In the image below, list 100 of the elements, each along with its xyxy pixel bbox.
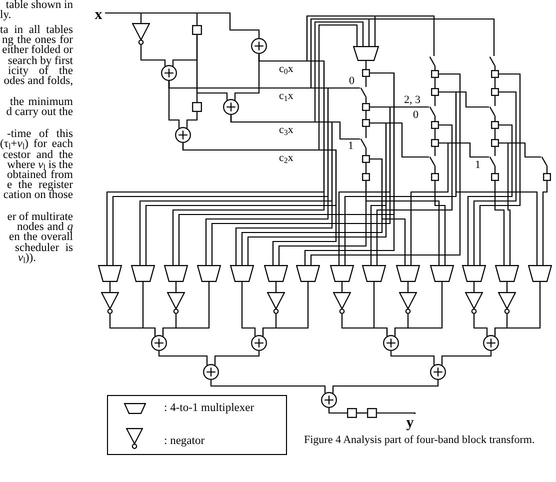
wire (473, 314, 488, 336)
wire (434, 147, 436, 156)
wire (439, 91, 538, 265)
wire (310, 73, 461, 265)
signal-name: y (404, 414, 416, 432)
switch-label: 0 (349, 75, 354, 87)
body-text-line: er of multirate (7, 212, 73, 222)
legend-text: : negator (164, 434, 205, 448)
wire (546, 166, 548, 173)
adder-symbol (251, 335, 267, 351)
delay-register (431, 173, 439, 181)
delay-register (491, 88, 499, 96)
wire (332, 380, 439, 394)
negator-symbol (101, 292, 119, 314)
wire (109, 282, 111, 292)
switch-label: 1 (348, 140, 354, 152)
wire (407, 282, 409, 292)
wire (434, 166, 436, 173)
delay-register (431, 70, 439, 78)
wire (365, 163, 367, 173)
body-text-line: d carry out the (6, 106, 73, 118)
wire (105, 12, 260, 38)
body-text-line: v$_{l}$)). (18, 252, 36, 264)
delay-register (491, 70, 499, 78)
wire (494, 78, 496, 88)
wire (338, 106, 391, 265)
switch-label: 1 (475, 159, 480, 171)
multiplexer-symbol (396, 265, 420, 282)
adder-symbol (321, 392, 337, 408)
wire (304, 72, 395, 265)
multiplexer-symbol (330, 265, 354, 282)
wire (434, 129, 436, 139)
wire (434, 181, 446, 265)
wire (142, 282, 156, 336)
body-text-line: scheduler is (15, 242, 73, 254)
body-text-line: where v$_{l}$ is the (7, 160, 73, 170)
body-text-line: nodes and q (17, 222, 73, 232)
wire (210, 380, 326, 394)
wire (365, 97, 367, 103)
delay-register (543, 173, 551, 181)
wire (341, 282, 343, 292)
body-text-line: icity of the (8, 66, 73, 76)
wire (394, 282, 443, 336)
wire (494, 147, 496, 156)
wire (506, 282, 508, 292)
multiplexer-symbol (495, 265, 519, 282)
wire (499, 142, 511, 265)
adder-symbol (430, 364, 446, 380)
wire (494, 282, 541, 336)
negator-symbol (167, 292, 185, 314)
wire (158, 351, 208, 366)
wire (479, 73, 521, 265)
wire (390, 351, 435, 366)
multiplexer-symbol (296, 265, 320, 282)
negator-symbol (399, 292, 417, 314)
adder-symbol (383, 335, 399, 351)
wire (473, 282, 475, 292)
adder-symbol (483, 335, 499, 351)
wire (370, 158, 406, 265)
body-text-line: -time of this (7, 128, 73, 140)
adder-symbol (223, 99, 239, 115)
negator-symbol (465, 292, 483, 314)
switch-label: 2, 3 (404, 94, 420, 106)
wire (186, 112, 198, 128)
wire (410, 142, 449, 265)
wire (168, 81, 329, 265)
body-text-line: search by first (8, 56, 73, 66)
wire (494, 166, 496, 173)
wire (434, 116, 436, 121)
wire (365, 61, 367, 69)
multiplexer-symbol (98, 265, 122, 282)
body-text-line: cation on those (3, 190, 73, 200)
wire (434, 78, 436, 88)
delay-register (362, 155, 370, 163)
wire (162, 282, 210, 336)
body-text-line: en the overall (9, 232, 73, 242)
wire (172, 54, 325, 265)
delay-register (347, 408, 357, 418)
wire (182, 143, 337, 265)
signal-name: x (92, 6, 105, 24)
wire (370, 122, 387, 265)
body-text-line: either folded or (2, 45, 73, 56)
negator-symbol (267, 292, 285, 314)
delay-register (491, 121, 499, 129)
delay-register (491, 173, 499, 181)
wire (214, 351, 260, 366)
wire (357, 412, 367, 414)
multiplexer-symbol (353, 46, 379, 61)
wire (140, 45, 166, 66)
delay-register (362, 119, 370, 127)
delay-register (491, 139, 499, 147)
multiplexer-symbol (430, 265, 454, 282)
figure-caption: Figure 4 Analysis part of four-band block transform. (304, 434, 535, 447)
wire (434, 96, 436, 106)
wire (365, 111, 367, 119)
multiplexer-symbol (197, 265, 221, 282)
body-text-line: cestor and the (3, 150, 73, 160)
adder-symbol (175, 127, 191, 143)
body-text-line: ng the ones for (2, 35, 73, 46)
wire (175, 282, 177, 292)
